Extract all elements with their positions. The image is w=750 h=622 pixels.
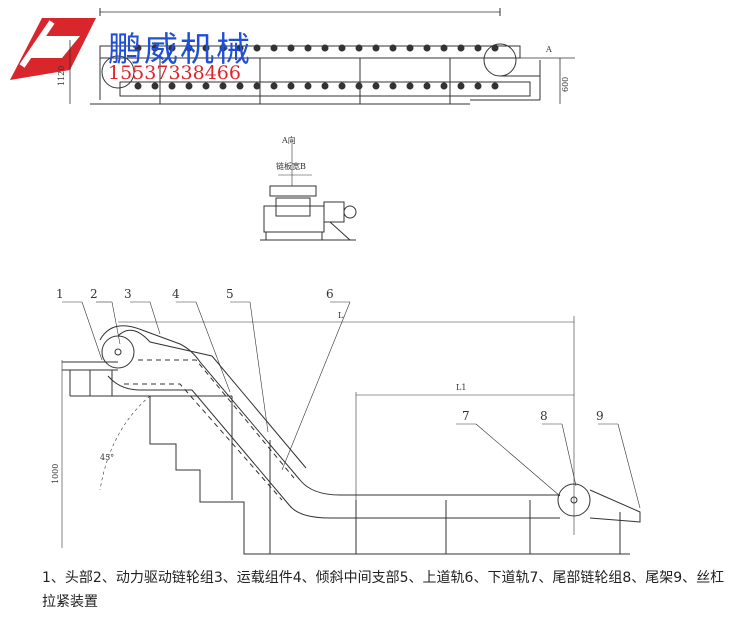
section-view-label: A向 (281, 135, 296, 145)
company-logo (10, 18, 96, 80)
chain-roller (440, 44, 448, 52)
chain-roller (338, 44, 346, 52)
chain-roller (253, 82, 261, 90)
phone-watermark: 15537338466 (108, 62, 241, 84)
dim-right-height: 600 (561, 77, 570, 92)
chain-roller (440, 82, 448, 90)
top-side-view (69, 8, 575, 105)
chain-roller (134, 44, 142, 52)
label-5: 5 (226, 287, 234, 301)
chain-roller (287, 82, 295, 90)
chain-roller (168, 82, 176, 90)
chain-roller (270, 82, 278, 90)
label-3: 3 (124, 287, 132, 301)
chain-roller (151, 44, 159, 52)
chain-roller (338, 82, 346, 90)
chain-width-label: 链板宽B (276, 161, 306, 171)
chain-roller (355, 44, 363, 52)
chain-roller (151, 82, 159, 90)
chain-roller (304, 82, 312, 90)
label-1: 1 (56, 287, 64, 301)
chain-roller (321, 44, 329, 52)
label-9: 9 (596, 409, 604, 423)
chain-roller (219, 82, 227, 90)
chain-roller (304, 44, 312, 52)
chain-roller (423, 44, 431, 52)
chain-roller (185, 44, 193, 52)
chain-roller (372, 44, 380, 52)
chain-roller (168, 44, 176, 52)
chain-roller (491, 44, 499, 52)
chain-roller (236, 44, 244, 52)
chain-roller (253, 44, 261, 52)
chain-roller (457, 82, 465, 90)
chain-roller (219, 44, 227, 52)
label-2: 2 (90, 287, 98, 301)
chain-roller (134, 82, 142, 90)
chain-roller (406, 82, 414, 90)
chain-roller (491, 82, 499, 90)
chain-roller (372, 82, 380, 90)
dim-angle: 45° (100, 453, 114, 462)
chain-roller (474, 82, 482, 90)
label-8: 8 (540, 409, 548, 423)
chain-roller (389, 44, 397, 52)
chain-roller (474, 44, 482, 52)
company-watermark: 鹏威机械 (108, 30, 252, 70)
view-marker: A (545, 45, 552, 54)
dim-overall-length: L (338, 311, 344, 320)
section-view (260, 140, 357, 241)
parts-caption: 1、头部2、动力驱动链轮组3、运载组件4、倾斜中间支部5、上道轨6、下道轨7、尾… (42, 570, 725, 610)
chain-roller (202, 44, 210, 52)
label-7: 7 (462, 409, 470, 423)
chain-rollers (134, 44, 499, 90)
chain-roller (270, 44, 278, 52)
chain-roller (389, 82, 397, 90)
chain-roller (355, 82, 363, 90)
dim-l1: L1 (456, 383, 466, 392)
dim-left-height: 1120 (57, 66, 66, 86)
main-conveyor-drawing (61, 301, 641, 555)
label-6: 6 (326, 287, 334, 301)
label-4: 4 (172, 287, 180, 301)
chain-roller (287, 44, 295, 52)
chain-roller (321, 82, 329, 90)
chain-roller (236, 82, 244, 90)
chain-roller (423, 82, 431, 90)
chain-roller (406, 44, 414, 52)
chain-roller (185, 82, 193, 90)
dim-height: 1000 (51, 464, 60, 484)
chain-roller (457, 44, 465, 52)
chain-roller (202, 82, 210, 90)
